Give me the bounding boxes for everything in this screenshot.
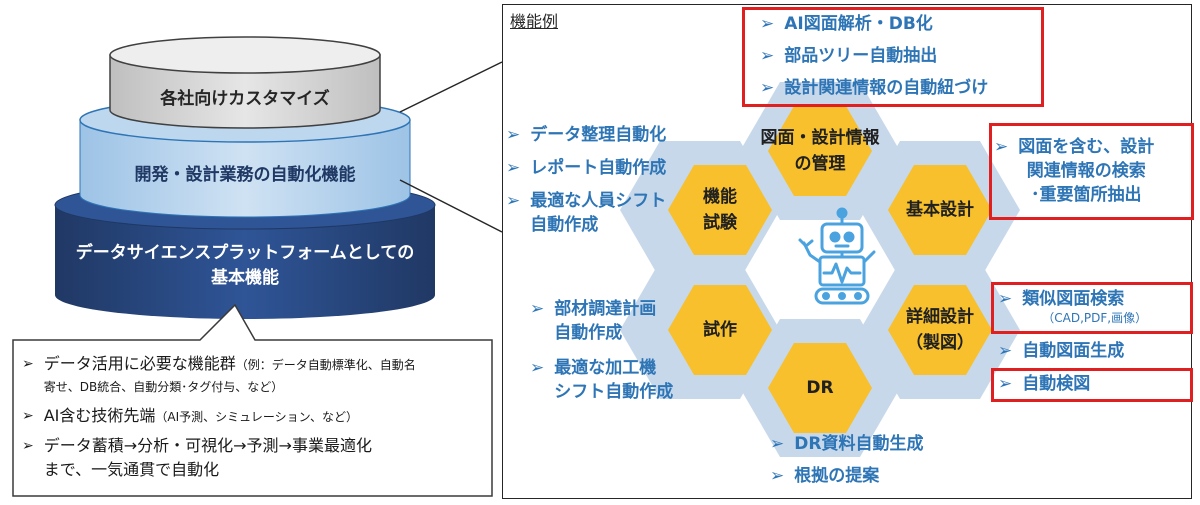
- feature-left-upper-1: ➢ データ整理自動化: [506, 125, 667, 145]
- hex-top-line2: の管理: [794, 154, 846, 174]
- hex-lower-left: [668, 285, 772, 375]
- hex-upper-left-line1: 機能: [703, 187, 737, 207]
- tier-top-label: 各社向けカスタマイズ: [160, 89, 330, 109]
- feature-left-upper-2: ➢ レポート自動作成: [506, 158, 667, 178]
- tier-stack: [54, 36, 436, 319]
- bullet-arrow-icon: ➢: [998, 374, 1013, 394]
- feature-bottom-1: ➢ DR資料自動生成: [770, 434, 924, 454]
- bullet-arrow-icon: ➢: [506, 191, 521, 211]
- tier-top: [109, 54, 381, 129]
- feature-top-2: ➢ 部品ツリー自動抽出: [760, 46, 938, 66]
- bullet-arrow-icon: ➢: [760, 78, 775, 98]
- feature-panel: [502, 4, 1192, 499]
- bullet-arrow-icon: ➢: [506, 125, 521, 145]
- feature-bottom-2: ➢ 根拠の提案: [770, 466, 880, 486]
- callout-item-1-note: （例：データ自動標準化、自動名: [235, 358, 416, 372]
- callout-item-1-cont: 寄せ、DB統合、自動分類･タグ付与、など）: [43, 380, 284, 394]
- highlight-right-lower-3: [991, 368, 1193, 402]
- bullet-arrow-icon: ➢: [760, 14, 775, 34]
- hex-top-line1: 図面・設計情報: [760, 128, 880, 148]
- hex-bottom: [768, 343, 872, 433]
- hex-lower-right-line2: （製図）: [906, 333, 974, 353]
- hex-bottom-label: DR: [806, 378, 834, 398]
- callout-item-3: ➢ データ蓄積→分析・可視化→予測→事業最適化 まで、一気通貫で自動化: [22, 434, 372, 482]
- tier-middle-label: 開発・設計業務の自動化機能: [134, 165, 356, 185]
- feature-left-lower-2: ➢ 最適な加工機シフト自動作成: [530, 358, 674, 402]
- callout-item-3-main: データ蓄積→分析・可視化→予測→事業最適化: [43, 436, 372, 455]
- callout-item-1-main: データ活用に必要な機能群: [43, 354, 236, 373]
- bullet-arrow-icon: ➢: [22, 438, 34, 454]
- highlight-right-lower-1: [991, 282, 1193, 334]
- feature-right-lower-1: ➢ 類似図面検索 （CAD,PDF,画像）: [998, 289, 1148, 325]
- bullet-arrow-icon: ➢: [22, 356, 34, 372]
- bullet-arrow-icon: ➢: [998, 341, 1013, 361]
- hex-upper-left-label: 機能 試験: [703, 184, 737, 236]
- hex-lower-left-label: 試作: [703, 320, 737, 340]
- robot-icon: [798, 207, 876, 305]
- hex-upper-right: [888, 165, 992, 255]
- hex-upper-left: [668, 165, 772, 255]
- callout-item-2-note: （AI予測、シミュレーション、など）: [155, 410, 358, 424]
- bullet-arrow-icon: ➢: [994, 137, 1009, 157]
- bullet-arrow-icon: ➢: [770, 466, 785, 486]
- bullet-arrow-icon: ➢: [22, 408, 34, 424]
- feature-right-lower-2: ➢ 自動図面生成: [998, 341, 1125, 361]
- tier-bottom-label-2: 基本機能: [211, 268, 279, 288]
- tier-bottom-label-1: データサイエンスプラットフォームとしての: [75, 243, 415, 263]
- hex-top: [768, 106, 872, 196]
- feature-top-3: ➢ 設計関連情報の自動紐づけ: [760, 78, 989, 98]
- bullet-arrow-icon: ➢: [530, 299, 545, 319]
- bullet-arrow-icon: ➢: [760, 46, 775, 66]
- highlight-right-upper: [989, 123, 1194, 220]
- feature-left-upper-3: ➢ 最適な人員シフト自動作成: [506, 191, 667, 235]
- bullet-arrow-icon: ➢: [530, 358, 545, 378]
- hex-lower-right-line1: 詳細設計: [906, 307, 974, 327]
- feature-top-1: ➢ AI図面解析・DB化: [760, 14, 933, 34]
- feature-right-lower-3: ➢ 自動検図: [998, 374, 1091, 394]
- highlight-top: [742, 7, 1044, 107]
- callout-item-3-cont: まで、一気通貫で自動化: [43, 460, 220, 479]
- tier-top-top: [109, 36, 381, 74]
- hex-lower-right-label: 詳細設計 （製図）: [906, 304, 974, 356]
- callout-item-2-main: AI含む技術先端: [43, 406, 156, 425]
- tier-bottom: [55, 205, 435, 319]
- panel-title: 機能例: [510, 12, 559, 31]
- feature-left-lower-1: ➢ 部材調達計画自動作成: [530, 299, 657, 343]
- callout-item-1: ➢ データ活用に必要な機能群（例：データ自動標準化、自動名 寄せ、DB統合、自動…: [22, 352, 416, 397]
- hex-upper-right-label: 基本設計: [906, 200, 974, 220]
- feature-right-upper: ➢ 図面を含む、設計 関連情報の検索 ･重要箇所抽出: [994, 137, 1155, 205]
- bullet-arrow-icon: ➢: [770, 434, 785, 454]
- callout-frame: [12, 303, 493, 497]
- tier-middle: [79, 119, 411, 218]
- hex-top-label: 図面・設計情報 の管理: [761, 125, 880, 177]
- hex-upper-left-line2: 試験: [703, 213, 737, 233]
- hex-lower-right: [888, 285, 992, 375]
- callout-item-2: ➢ AI含む技術先端（AI予測、シミュレーション、など）: [22, 404, 358, 429]
- bullet-arrow-icon: ➢: [506, 158, 521, 178]
- bullet-arrow-icon: ➢: [998, 289, 1013, 309]
